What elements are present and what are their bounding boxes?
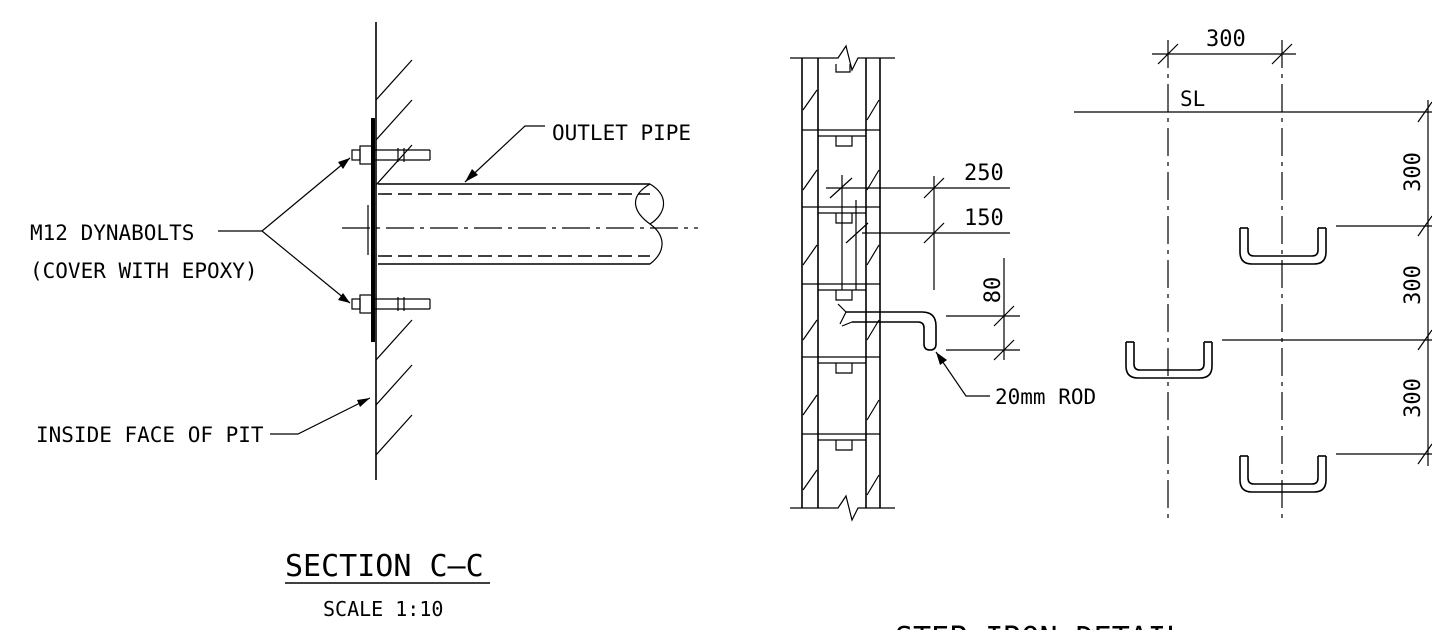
- step-iron-rod: [846, 311, 937, 351]
- rod-label: 20mm ROD: [995, 385, 1096, 409]
- dim-80: 80: [981, 277, 1006, 304]
- vertical-dimension-chain: [1417, 100, 1432, 466]
- surface-level-label: SL: [1180, 87, 1205, 111]
- step-iron-detail: 250 150 80 20mm ROD STEP IRON DETAIL: [790, 44, 1184, 630]
- section-cc-detail: OUTLET PIPE M12 DYNABOLTS (COVER WITH EP…: [30, 22, 698, 621]
- outlet-pipe-leader: [464, 125, 545, 183]
- embedment-dimensions: [826, 175, 1010, 290]
- rod-dimension-80: [946, 258, 1020, 361]
- dynabolts-label-line2: (COVER WITH EPOXY): [30, 259, 258, 283]
- dynabolts-label-line1: M12 DYNABOLTS: [30, 221, 194, 245]
- rod-leader: [935, 351, 990, 397]
- upper-dynabolt: [351, 145, 431, 165]
- outlet-pipe-label: OUTLET PIPE: [552, 121, 691, 145]
- bottom-break-line: [790, 494, 895, 522]
- step-iron-middle: [1125, 341, 1213, 379]
- step-iron-title: STEP IRON DETAIL: [895, 621, 1184, 630]
- dim-300-c: 300: [1401, 378, 1426, 418]
- dim-150: 150: [964, 206, 1004, 231]
- dim-250: 250: [964, 161, 1004, 186]
- dim-300-b: 300: [1401, 265, 1426, 305]
- step-iron-upper: [1239, 227, 1327, 265]
- dynabolts-leader: [218, 157, 351, 304]
- section-scale: SCALE 1:10: [323, 597, 443, 621]
- lower-dynabolt: [351, 294, 431, 314]
- dim-300-a: 300: [1401, 152, 1426, 192]
- pit-face-leader: [270, 397, 371, 435]
- dim-300-top: 300: [1206, 27, 1246, 52]
- pit-face-label: INSIDE FACE OF PIT: [36, 423, 264, 447]
- section-title: SECTION C–C: [285, 549, 484, 584]
- outlet-pipe: [342, 183, 698, 265]
- step-elevation: 300 SL 300 300 300: [1074, 27, 1432, 520]
- block-joints: [802, 64, 880, 496]
- top-break-line: [790, 44, 895, 72]
- step-iron-lower: [1239, 455, 1327, 493]
- wall-hatching: [375, 59, 413, 456]
